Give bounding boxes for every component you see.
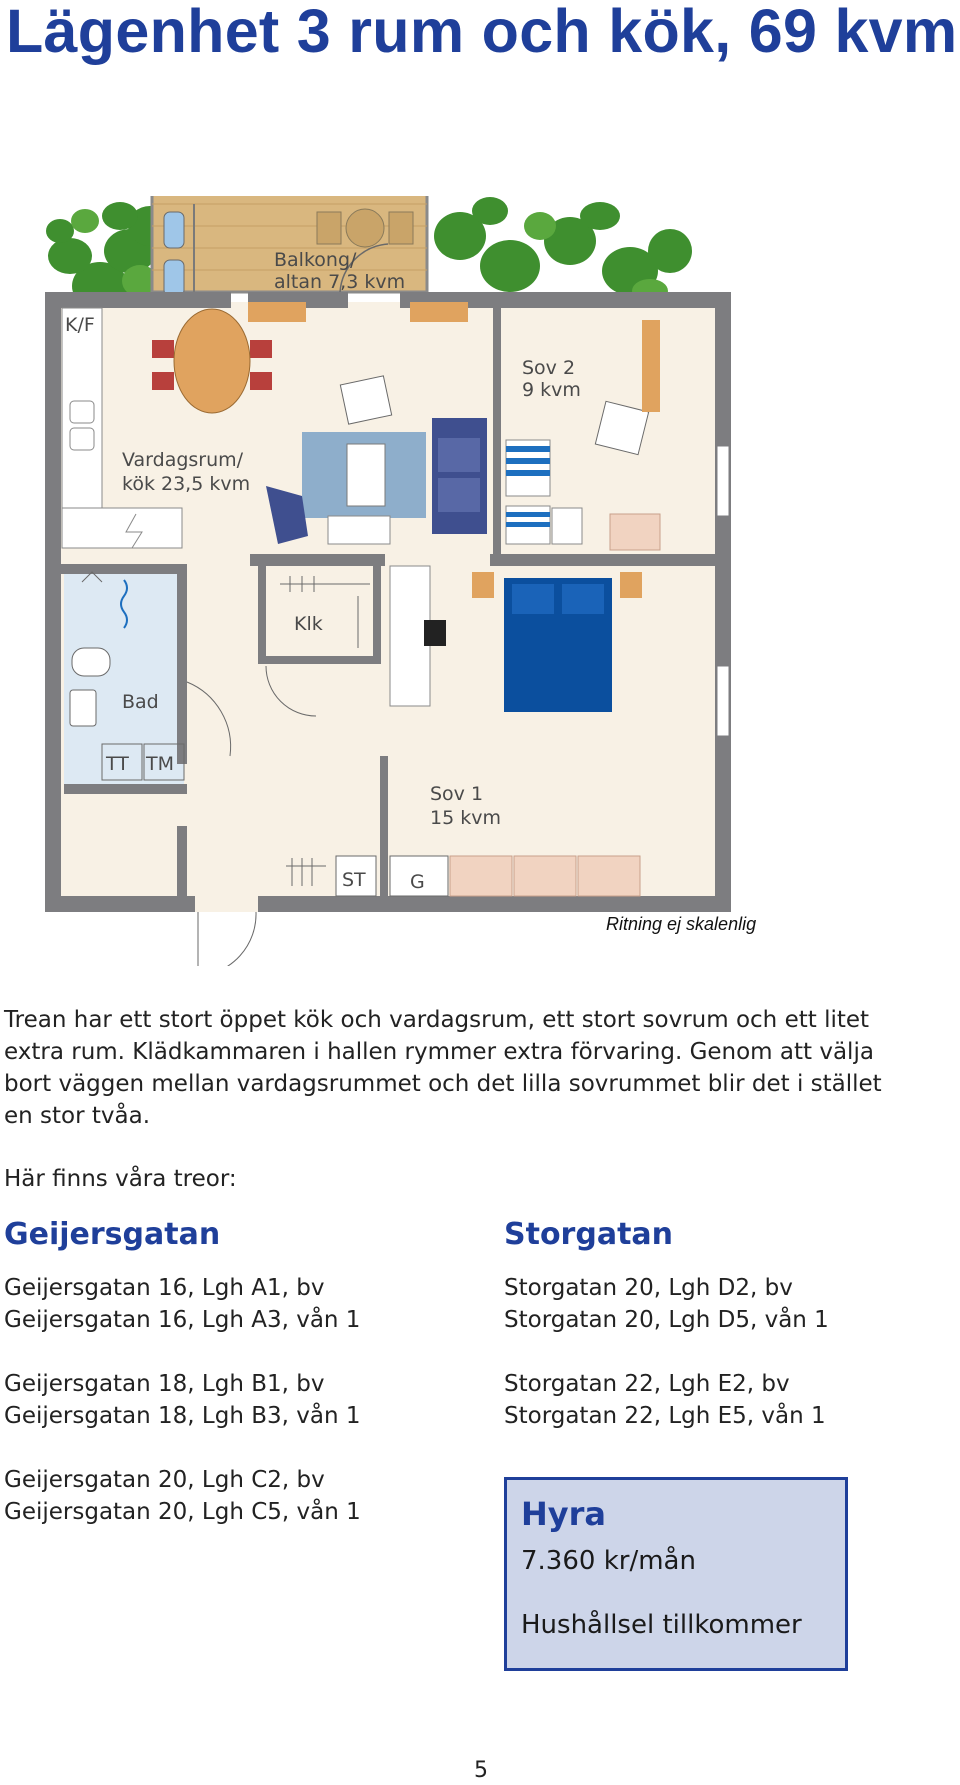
page-number: 5 [474, 1758, 488, 1783]
balcony-label-line1: Balkong/ [274, 249, 357, 271]
sov2-label-line1: Sov 2 [522, 357, 575, 379]
bad-label: Bad [122, 691, 159, 713]
intro-paragraph: Trean har ett stort öppet kök och vardag… [4, 1007, 882, 1129]
tm-label: TM [145, 753, 174, 775]
street-column-storgatan: Storgatan Storgatan 20, Lgh D2, bv Storg… [504, 1216, 934, 1464]
address-line: Geijersgatan 16, Lgh A3, vån 1 [4, 1307, 361, 1333]
rent-note: Hushållsel tillkommer [521, 1610, 802, 1640]
address-line: Geijersgatan 16, Lgh A1, bv [4, 1275, 325, 1301]
windows [716, 445, 730, 737]
g-label: G [410, 871, 425, 893]
living-furniture [248, 302, 487, 545]
rent-heading: Hyra [521, 1495, 607, 1533]
address-line: Storgatan 22, Lgh E2, bv [504, 1371, 790, 1397]
scale-note: Ritning ej skalenlig [606, 914, 757, 934]
living-label-line1: Vardagsrum/ [122, 449, 244, 471]
street-heading: Storgatan [504, 1217, 674, 1252]
address-line: Geijersgatan 20, Lgh C5, vån 1 [4, 1499, 361, 1525]
address-group: Geijersgatan 20, Lgh C2, bv Geijersgatan… [4, 1464, 434, 1528]
sov1-furniture [389, 565, 642, 897]
plants-right [434, 197, 692, 303]
street-heading: Geijersgatan [4, 1217, 221, 1252]
address-line: Storgatan 22, Lgh E5, vån 1 [504, 1403, 826, 1429]
floor-plan: Balkong/ altan 7,3 kvm [45, 196, 731, 966]
entrance-door [197, 911, 257, 966]
address-line: Geijersgatan 20, Lgh C2, bv [4, 1467, 325, 1493]
apartments-lead: Här finns våra treor: [4, 1166, 237, 1192]
street-column-geijersgatan: Geijersgatan Geijersgatan 16, Lgh A1, bv… [4, 1216, 434, 1560]
interior-walls [52, 308, 728, 906]
klk-label: Klk [294, 613, 323, 635]
sov2-furniture [505, 320, 661, 551]
sov1-label-line2: 15 kvm [430, 807, 501, 829]
rent-amount: 7.360 kr/mån [521, 1546, 696, 1576]
dining-set [152, 308, 272, 414]
rent-box: Hyra 7.360 kr/mån Hushållsel tillkommer [504, 1477, 848, 1671]
address-group: Storgatan 20, Lgh D2, bv Storgatan 20, L… [504, 1272, 934, 1336]
balcony: Balkong/ altan 7,3 kvm [150, 196, 429, 297]
address-group: Geijersgatan 18, Lgh B1, bv Geijersgatan… [4, 1368, 434, 1432]
kf-label: K/F [65, 314, 95, 336]
bathroom-fixtures [69, 571, 232, 781]
address-line: Storgatan 20, Lgh D2, bv [504, 1275, 793, 1301]
hall-storage [286, 855, 449, 897]
sov1-label-line1: Sov 1 [430, 783, 483, 805]
kitchen-counter [61, 307, 183, 549]
living-label-line2: kök 23,5 kvm [122, 473, 250, 495]
st-label: ST [342, 869, 366, 891]
klk-details [265, 576, 370, 717]
address-group: Storgatan 22, Lgh E2, bv Storgatan 22, L… [504, 1368, 934, 1432]
tt-label: TT [105, 753, 129, 775]
address-group: Geijersgatan 16, Lgh A1, bv Geijersgatan… [4, 1272, 434, 1336]
address-line: Geijersgatan 18, Lgh B1, bv [4, 1371, 325, 1397]
balcony-label-line2: altan 7,3 kvm [274, 271, 405, 293]
sov2-label-line2: 9 kvm [522, 379, 581, 401]
page-title: Lägenhet 3 rum och kök, 69 kvm [6, 0, 958, 65]
address-line: Geijersgatan 18, Lgh B3, vån 1 [4, 1403, 361, 1429]
address-line: Storgatan 20, Lgh D5, vån 1 [504, 1307, 829, 1333]
